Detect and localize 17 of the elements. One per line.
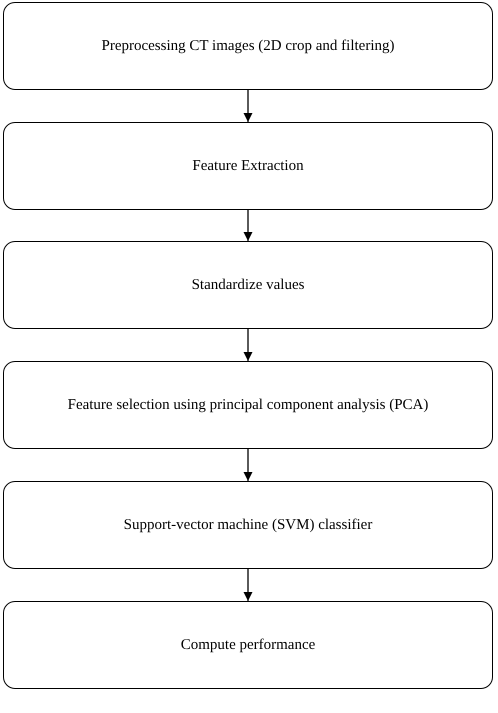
step-text: Standardize values xyxy=(192,276,304,295)
process-box xyxy=(3,2,493,90)
process-box xyxy=(3,601,493,689)
arrow xyxy=(243,329,253,361)
step-text: Feature Extraction xyxy=(192,157,304,176)
arrow xyxy=(243,210,253,241)
step-text: Preprocessing CT images (2D crop and filtering) xyxy=(102,37,394,56)
step-text: Feature selection using principal component analysis (PCA) xyxy=(68,396,428,415)
process-box xyxy=(3,361,493,449)
step-text: Support-vector machine (SVM) classifier xyxy=(124,516,372,535)
step-text: Compute performance xyxy=(180,636,316,655)
arrow xyxy=(243,569,253,601)
arrow xyxy=(243,449,253,481)
process-box xyxy=(3,241,493,329)
process-box xyxy=(3,122,493,210)
process-box xyxy=(3,481,493,569)
arrow xyxy=(243,90,253,122)
